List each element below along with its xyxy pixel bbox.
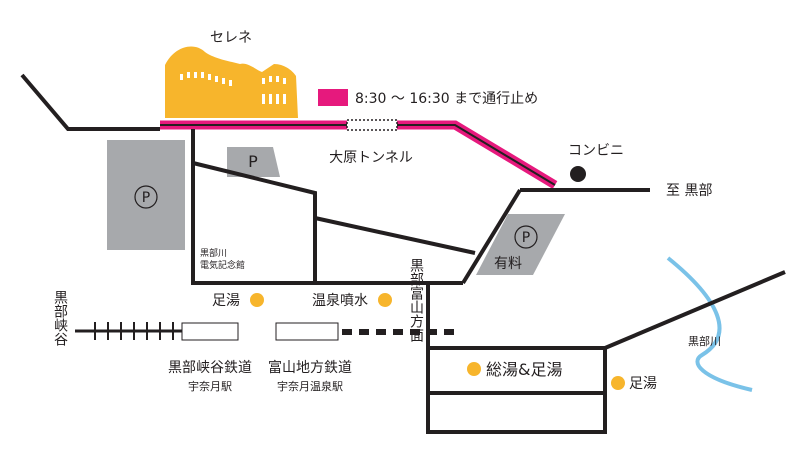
fountain-marker[interactable] <box>378 293 392 307</box>
road-to-paid-parking <box>461 188 522 285</box>
road-south <box>426 283 607 434</box>
footbath-2-label: 足湯 <box>629 375 657 392</box>
museum-label-line2: 電気記念館 <box>200 259 245 271</box>
parking-lot-paid[interactable]: P 有料 <box>476 214 565 275</box>
fountain-label: 温泉噴水 <box>312 292 368 309</box>
main-road-west <box>20 73 160 131</box>
selene-building-icon <box>165 46 298 118</box>
road-inner-diagonal <box>192 161 317 283</box>
road-east-diagonal <box>604 270 786 350</box>
parking-mark: P <box>142 190 150 206</box>
paid-parking-label: 有料 <box>494 256 522 272</box>
museum-label-line1: 黒部川 <box>200 247 227 259</box>
parking-mark: P <box>522 230 530 246</box>
closure-legend-text: 8:30 〜 16:30 まで通行止め <box>355 91 538 107</box>
sou-yu-label: 総湯&足湯 <box>486 360 562 379</box>
footbath-1-marker[interactable] <box>250 293 264 307</box>
selene-label: セレネ <box>210 30 252 46</box>
road-inner-east <box>314 216 476 255</box>
kurobe-river <box>666 256 753 392</box>
convenience-store-label: コンビニ <box>568 143 624 159</box>
parking-lot-large[interactable]: P <box>107 140 185 250</box>
parking-mark: P <box>248 152 258 171</box>
sou-yu-marker[interactable] <box>467 362 481 376</box>
to-kurobe-label: 至 黒部 <box>666 183 712 199</box>
parking-lot-small[interactable]: P <box>227 147 280 177</box>
footbath-1-label: 足湯 <box>212 292 240 309</box>
road-west-block <box>191 129 463 285</box>
railway-2-station: 宇奈月温泉駅 <box>277 379 343 393</box>
kurobe-gorge-direction-label: 黒部峡谷 <box>52 290 68 346</box>
station-toyama-local[interactable] <box>275 322 339 341</box>
footbath-2-marker[interactable] <box>611 376 625 390</box>
tunnel-marker <box>346 119 398 131</box>
convenience-store-marker[interactable] <box>570 166 586 182</box>
railway-1-name: 黒部峡谷鉄道 <box>168 360 252 376</box>
closed-road-centerline <box>160 124 556 186</box>
closure-legend-swatch <box>318 89 348 106</box>
railway-2-name: 富山地方鉄道 <box>268 359 352 376</box>
tunnel-label: 大原トンネル <box>329 150 413 166</box>
kurobe-river-label: 黒部川 <box>688 334 721 348</box>
railway-track <box>75 322 182 340</box>
railway-1-station: 宇奈月駅 <box>188 379 232 393</box>
kurobe-toyama-direction-label: 黒部富山方面 <box>408 258 424 342</box>
station-kurobe-gorge[interactable] <box>181 322 239 341</box>
